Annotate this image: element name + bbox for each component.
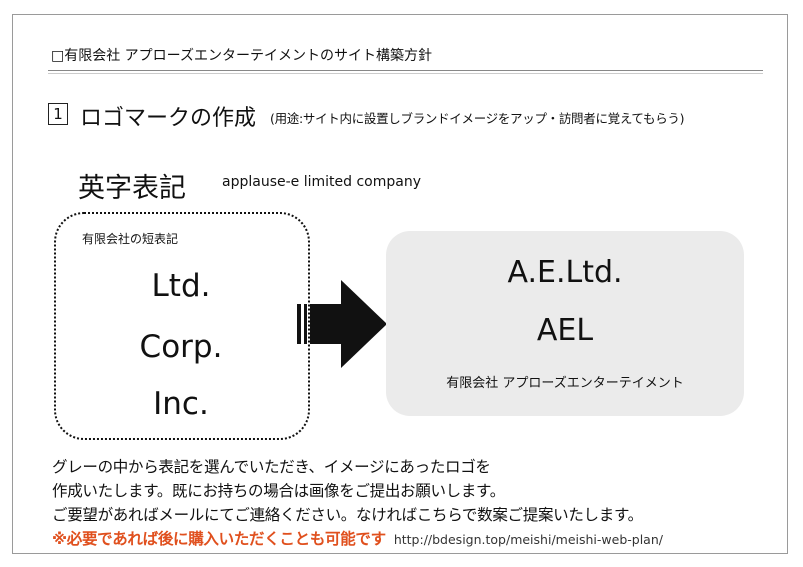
english-company-name: applause-e limited company xyxy=(222,174,421,190)
purchase-notice: ※必要であれば後に購入いただくことも可能です xyxy=(52,530,386,548)
abbreviation-option-inc: Inc. xyxy=(153,386,209,422)
reference-url[interactable]: http://bdesign.top/meishi/meishi-web-pla… xyxy=(393,532,663,547)
notation-ael: AEL xyxy=(536,313,594,348)
abbreviation-option-corp: Corp. xyxy=(139,329,223,365)
right-arrow-icon xyxy=(297,280,387,368)
header-rule xyxy=(48,70,763,71)
page-title: □有限会社 アプローズエンターテイメントのサイト構築方針 xyxy=(51,48,432,64)
page-frame xyxy=(12,14,788,554)
description-line-3: ご要望があればメールにてご連絡ください。なければこちらで数案ご提案いたします。 xyxy=(52,506,643,524)
description-line-1: グレーの中から表記を選んでいただき、イメージにあったロゴを xyxy=(52,458,491,476)
header-rule-shadow xyxy=(48,73,763,74)
abbreviation-box-label: 有限会社の短表記 xyxy=(82,232,179,246)
notation-company-name-jp: 有限会社 アプローズエンターテイメント xyxy=(446,376,684,391)
section-title: ロゴマークの作成 xyxy=(80,106,257,131)
description-line-4: ※必要であれば後に購入いただくことも可能です http://bdesign.top… xyxy=(52,527,663,549)
section-number-badge: 1 xyxy=(48,103,68,125)
abbreviation-options-box: 有限会社の短表記 Ltd. Corp. Inc. xyxy=(54,212,310,440)
selected-notation-box: A.E.Ltd. AEL 有限会社 アプローズエンターテイメント xyxy=(386,231,744,416)
notation-ae-ltd: A.E.Ltd. xyxy=(507,255,623,290)
description-line-2: 作成いたします。既にお持ちの場合は画像をご提出お願いします。 xyxy=(52,482,505,500)
abbreviation-option-ltd: Ltd. xyxy=(151,268,211,304)
english-notation-heading: 英字表記 xyxy=(78,173,186,204)
section-note: (用途:サイト内に設置しブランドイメージをアップ・訪問者に覚えてもらう) xyxy=(270,111,685,126)
